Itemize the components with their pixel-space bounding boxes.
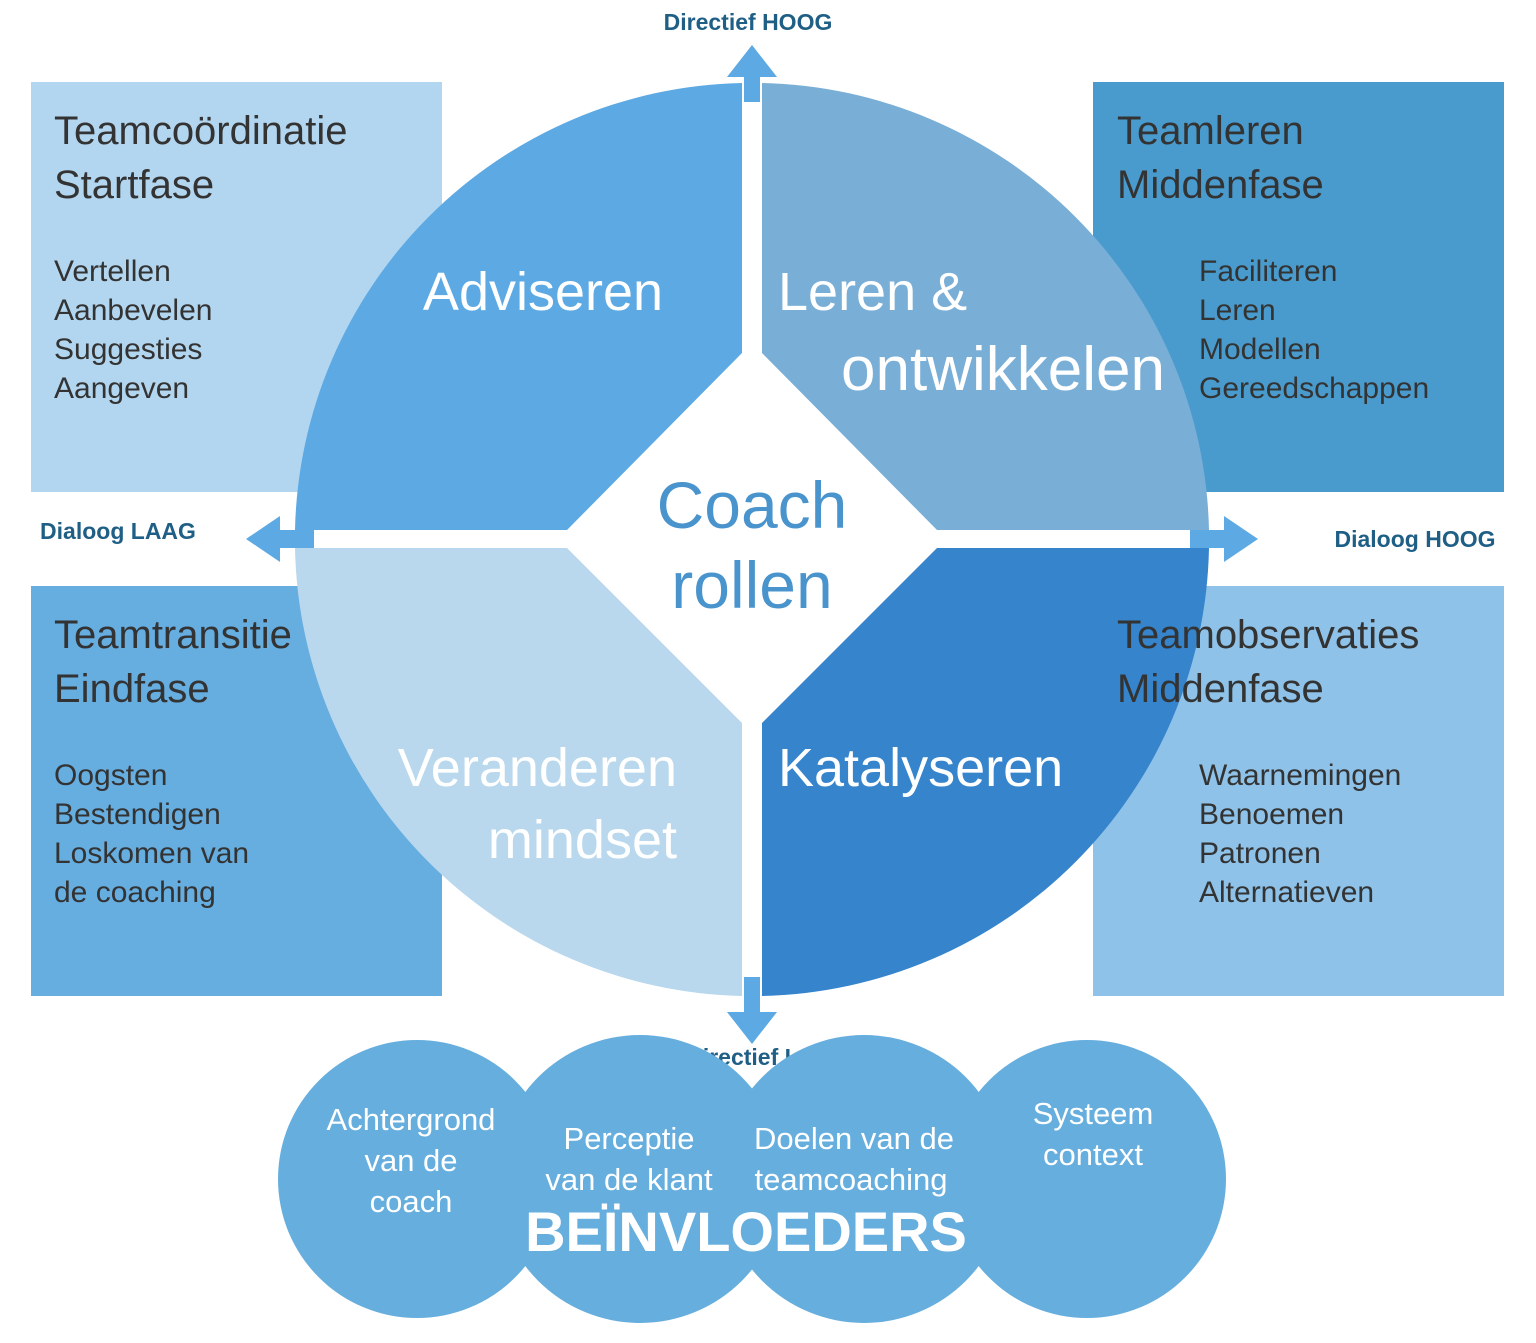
box-item: Leren bbox=[1199, 294, 1276, 327]
box-subtitle-eindfase: Eindfase bbox=[54, 667, 210, 711]
box-item: Vertellen bbox=[54, 255, 171, 288]
box-subtitle-startfase: Startfase bbox=[54, 163, 215, 207]
quadrant-label-katalyseren: Katalyseren bbox=[778, 738, 1063, 798]
bubble-label-doelen-1: Doelen van de bbox=[754, 1121, 954, 1156]
quadrant-label-adviseren: Adviseren bbox=[423, 262, 663, 322]
arrow-down-icon bbox=[727, 977, 777, 1044]
quadrant-label-veranderen: Veranderen bbox=[398, 738, 677, 798]
bubble-label-achtergrond-2: van de bbox=[364, 1143, 457, 1178]
arrow-up-icon bbox=[727, 45, 777, 102]
quadrant-katalyseren bbox=[762, 548, 1209, 996]
quadrant-label-mindset: mindset bbox=[488, 810, 677, 870]
box-title-teamcoordinatie: Teamcoördinatie bbox=[54, 109, 348, 153]
center-label-rollen: rollen bbox=[671, 548, 832, 622]
bubble-label-systeem-2: context bbox=[1043, 1137, 1143, 1172]
bubble-label-achtergrond-3: coach bbox=[370, 1184, 453, 1219]
box-item: Bestendigen bbox=[54, 798, 221, 831]
axis-label-dialoog-hoog: Dialoog HOOG bbox=[1335, 526, 1496, 552]
box-title-teamtransitie: Teamtransitie bbox=[54, 613, 292, 657]
box-item: Gereedschappen bbox=[1199, 372, 1430, 405]
bubble-label-systeem-1: Systeem bbox=[1033, 1096, 1154, 1131]
box-item: Loskomen van bbox=[54, 837, 250, 870]
quadrant-adviseren bbox=[295, 83, 742, 530]
bubble-achtergrond bbox=[278, 1040, 556, 1318]
box-item: Waarnemingen bbox=[1199, 759, 1402, 792]
bubble-label-achtergrond-1: Achtergrond bbox=[327, 1102, 496, 1137]
box-subtitle-middenfase: Middenfase bbox=[1117, 163, 1324, 207]
box-item: Aangeven bbox=[54, 372, 190, 405]
quadrant-label-leren: Leren & bbox=[778, 262, 967, 322]
box-item: Alternatieven bbox=[1199, 876, 1375, 909]
box-item: Faciliteren bbox=[1199, 255, 1338, 288]
bubble-label-doelen-2: teamcoaching bbox=[754, 1162, 947, 1197]
bubble-label-perceptie-1: Perceptie bbox=[564, 1121, 695, 1156]
box-item: de coaching bbox=[54, 876, 216, 909]
bubble-systeem bbox=[948, 1040, 1226, 1318]
axis-label-directief-hoog: Directief HOOG bbox=[664, 9, 833, 35]
quadrant-leren-ontwikkelen bbox=[762, 83, 1209, 530]
box-subtitle-middenfase: Middenfase bbox=[1117, 667, 1324, 711]
arrow-left-icon bbox=[246, 516, 314, 562]
box-item: Aanbevelen bbox=[54, 294, 213, 327]
box-item: Benoemen bbox=[1199, 798, 1345, 831]
bubble-perceptie bbox=[496, 1035, 784, 1323]
box-item: Suggesties bbox=[54, 333, 203, 366]
box-title-teamobservaties: Teamobservaties bbox=[1117, 613, 1420, 657]
beinvloeders-title: BEÏNVLOEDERS bbox=[525, 1200, 967, 1263]
quadrant-veranderen-mindset bbox=[295, 548, 742, 996]
axis-label-dialoog-laag: Dialoog LAAG bbox=[40, 518, 196, 544]
box-title-teamleren: Teamleren bbox=[1117, 109, 1304, 153]
center-label-coach: Coach bbox=[657, 468, 848, 542]
box-item: Patronen bbox=[1199, 837, 1321, 870]
bubble-label-perceptie-2: van de klant bbox=[545, 1162, 713, 1197]
bubble-doelen bbox=[720, 1035, 1008, 1323]
box-item: Modellen bbox=[1199, 333, 1321, 366]
quadrant-label-ontwikkelen: ontwikkelen bbox=[841, 335, 1165, 404]
arrow-right-icon bbox=[1190, 516, 1258, 562]
box-item: Oogsten bbox=[54, 759, 168, 792]
